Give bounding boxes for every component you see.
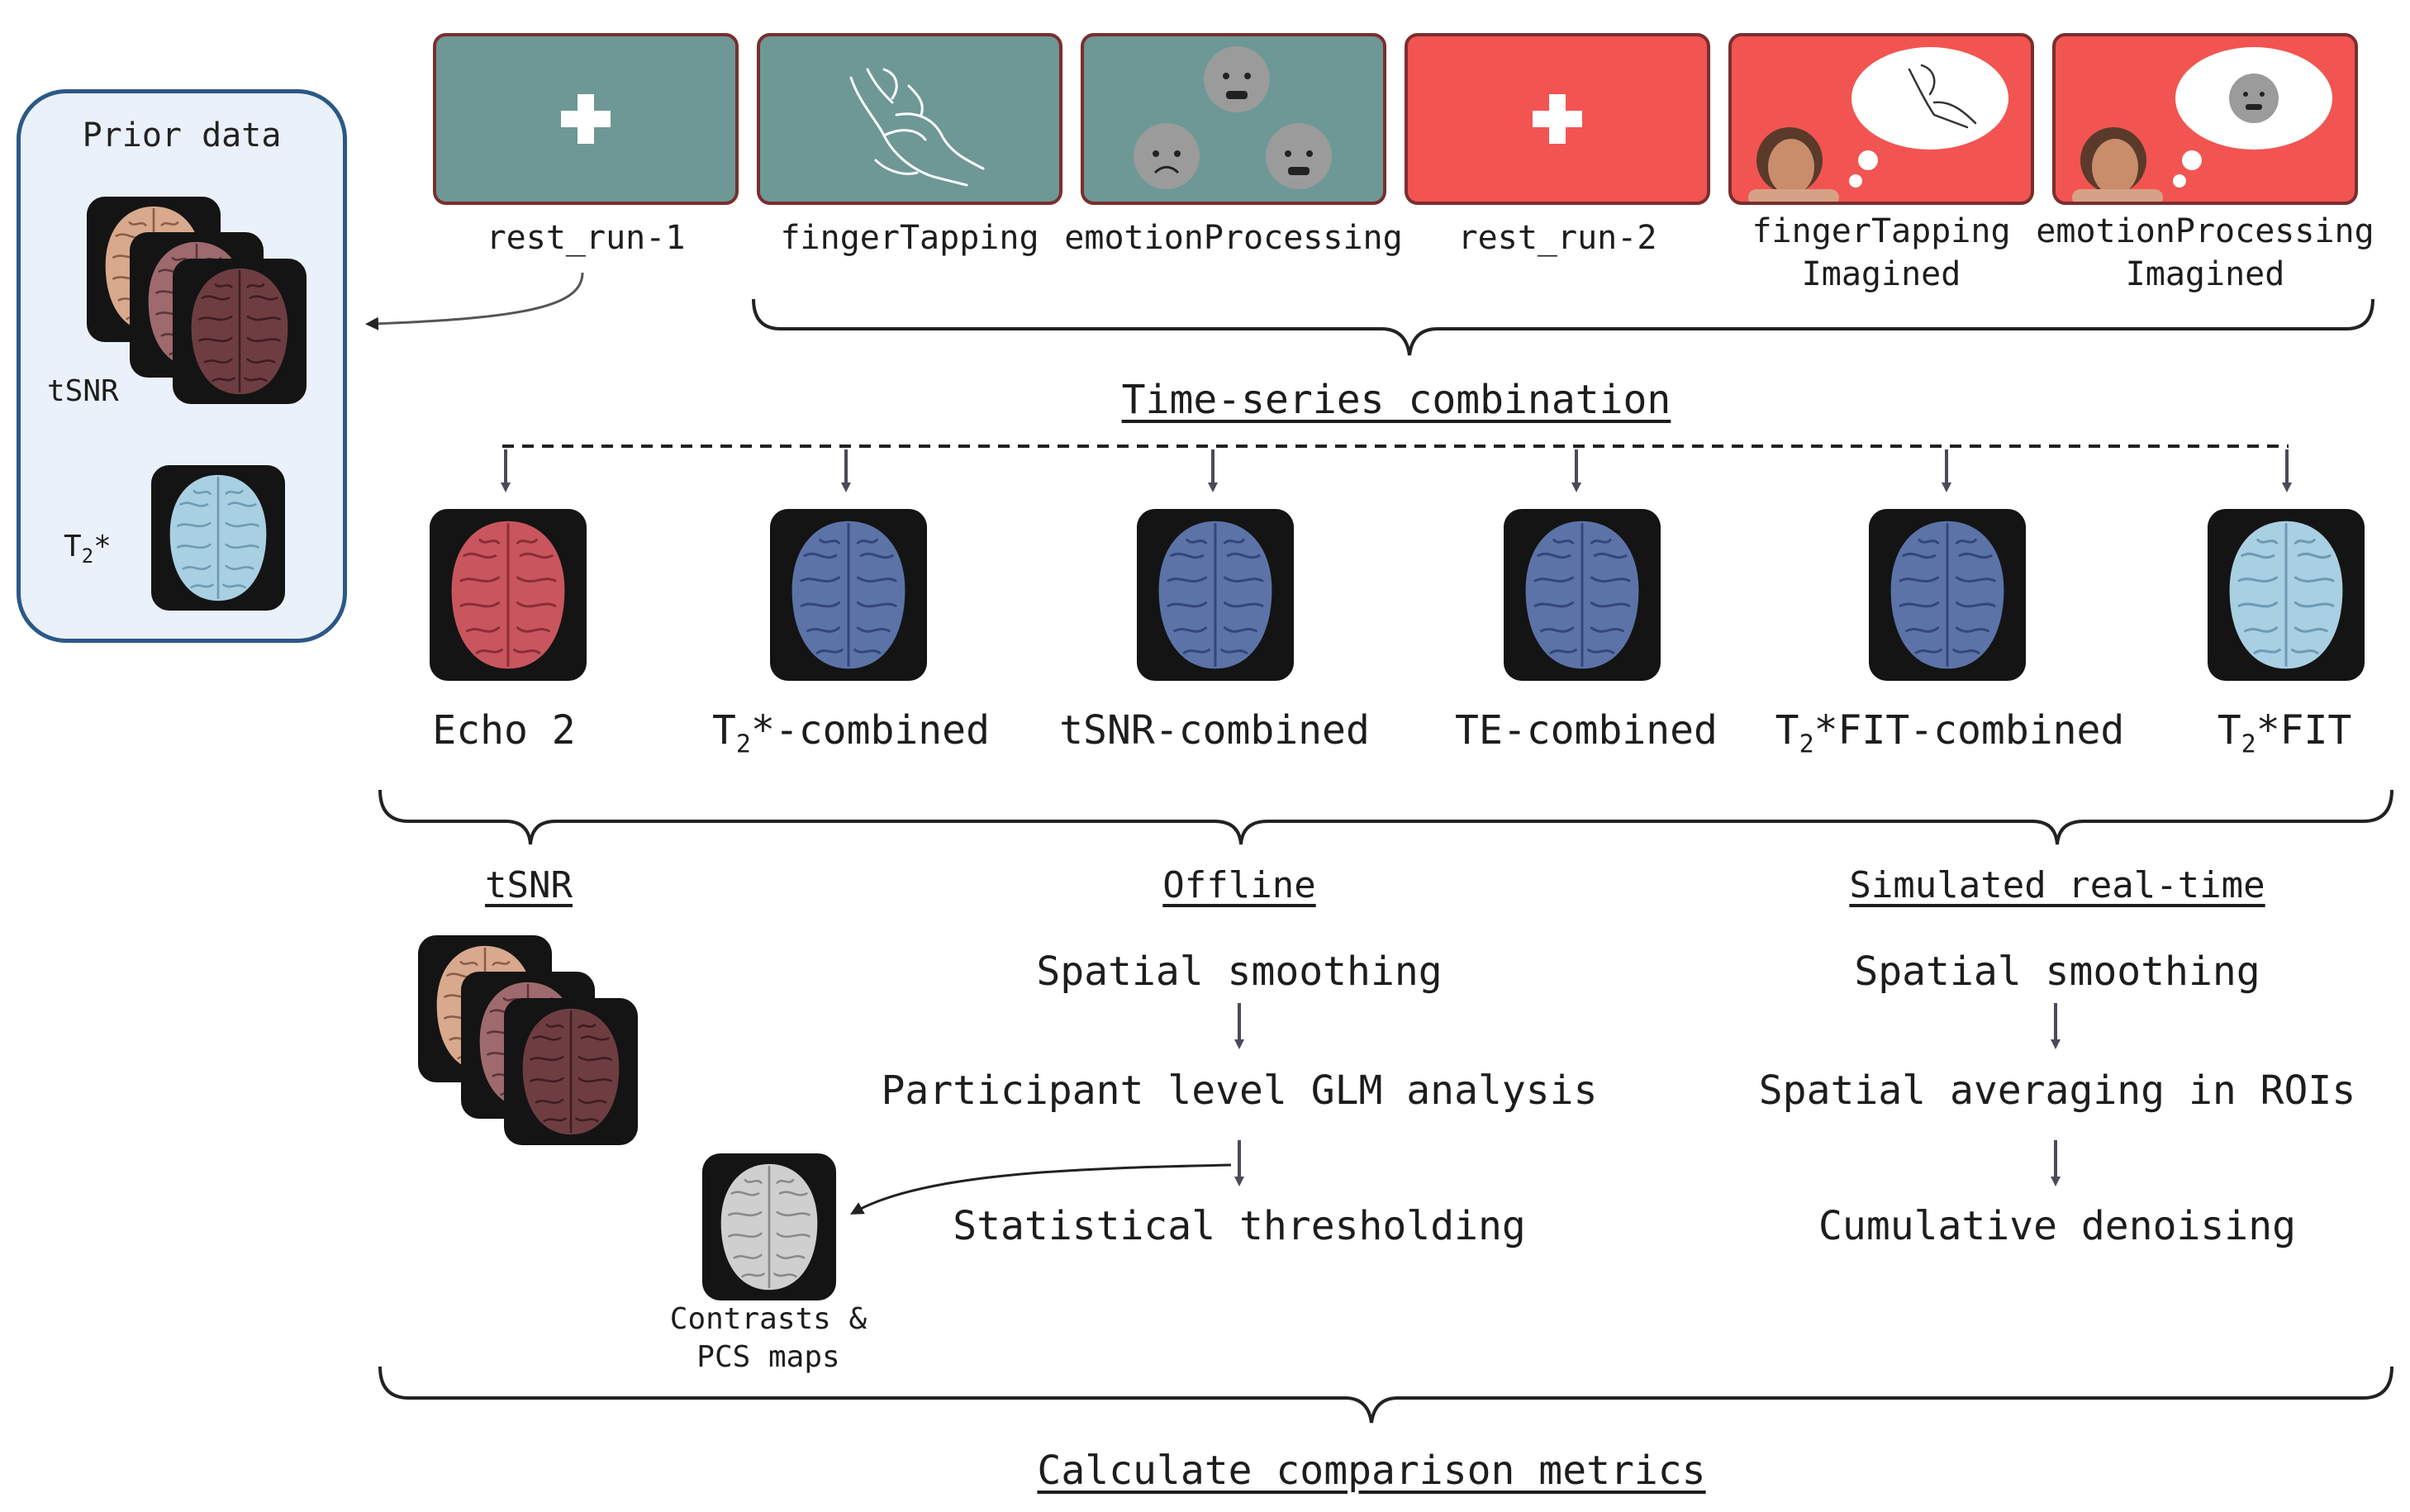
method-label-tsnr-combined: tSNR-combined bbox=[1059, 707, 1370, 754]
bottom-brace bbox=[378, 1366, 2393, 1424]
prior-t2-brain bbox=[151, 465, 285, 611]
rest-to-prior-arrow bbox=[365, 272, 584, 330]
condition-label-rest-run-2: rest_run-2 bbox=[1457, 219, 1657, 257]
hand-tapping-icon bbox=[849, 68, 985, 187]
offline-step-3: Statistical thresholding bbox=[953, 1203, 1526, 1249]
realtime-step-1: Spatial smoothing bbox=[1854, 949, 2260, 995]
comparison-metrics-heading: Calculate comparison metrics bbox=[1037, 1448, 1706, 1494]
condition-tile-finger-tapping bbox=[757, 33, 1062, 205]
plus-icon bbox=[561, 94, 611, 144]
method-label-t2fit: T2*FIT bbox=[2217, 707, 2352, 759]
prior-data-title: Prior data bbox=[82, 116, 282, 155]
realtime-step-2: Spatial averaging in ROIs bbox=[1758, 1067, 2356, 1114]
tsnr-brain-3 bbox=[504, 998, 638, 1145]
glm-to-contrast-arrow bbox=[849, 1163, 1232, 1215]
tsnr-heading: tSNR bbox=[485, 864, 573, 906]
realtime-step-3: Cumulative denoising bbox=[1818, 1203, 2296, 1249]
imagined-face-icon bbox=[2072, 47, 2332, 202]
prior-t2-label: T2* bbox=[64, 530, 112, 568]
offline-step-1: Spatial smoothing bbox=[1036, 949, 1443, 995]
method-label-te-combined: TE-combined bbox=[1455, 707, 1718, 754]
method-brain-t2fit-combined bbox=[1869, 509, 2026, 681]
prior-data-panel: Prior data tSNR T2* bbox=[17, 89, 347, 643]
condition-label-finger-tapping: fingerTapping bbox=[780, 219, 1039, 257]
conditions-brace bbox=[752, 298, 2374, 356]
method-brain-te-combined bbox=[1504, 509, 1661, 681]
method-brain-t2fit bbox=[2208, 509, 2365, 681]
contrast-label-line2: PCS maps bbox=[696, 1340, 840, 1374]
simulated-realtime-heading: Simulated real-time bbox=[1849, 864, 2265, 906]
condition-label-finger-tapping-imagined: fingerTapping Imagined bbox=[1752, 212, 2011, 293]
timeseries-combination-heading: Time-series combination bbox=[1121, 377, 1671, 423]
imagined-hand-icon bbox=[1748, 47, 2008, 202]
methods-brace bbox=[378, 789, 2393, 845]
condition-tile-finger-tapping-imagined bbox=[1728, 33, 2034, 205]
offline-heading: Offline bbox=[1162, 864, 1316, 906]
method-brain-tsnr-combined bbox=[1137, 509, 1294, 681]
condition-tile-rest-run-2 bbox=[1405, 33, 1710, 205]
method-brain-echo2 bbox=[430, 509, 587, 681]
sad-faces-icon bbox=[1134, 46, 1332, 189]
method-label-t2-combined: T2*-combined bbox=[712, 707, 990, 759]
condition-tile-rest-run-1 bbox=[433, 33, 739, 205]
condition-tile-emotion-processing bbox=[1081, 33, 1386, 205]
condition-label-emotion-processing-imagined: emotionProcessing Imagined bbox=[2036, 212, 2374, 293]
method-label-t2fit-combined: T2*FIT-combined bbox=[1775, 707, 2125, 759]
method-brain-t2-combined bbox=[770, 509, 927, 681]
contrast-pcs-brain bbox=[702, 1153, 836, 1300]
condition-label-rest-run-1: rest_run-1 bbox=[486, 219, 686, 257]
prior-tsnr-brain-3 bbox=[173, 259, 307, 404]
timeseries-arrows bbox=[501, 449, 2292, 492]
condition-tile-emotion-processing-imagined bbox=[2052, 33, 2358, 205]
offline-step-2: Participant level GLM analysis bbox=[881, 1067, 1598, 1114]
plus-icon bbox=[1533, 94, 1582, 144]
method-label-echo2: Echo 2 bbox=[432, 707, 576, 754]
contrast-label-line1: Contrasts & bbox=[669, 1302, 868, 1336]
prior-tsnr-label: tSNR bbox=[47, 374, 119, 408]
condition-label-emotion-processing: emotionProcessing bbox=[1064, 219, 1403, 257]
